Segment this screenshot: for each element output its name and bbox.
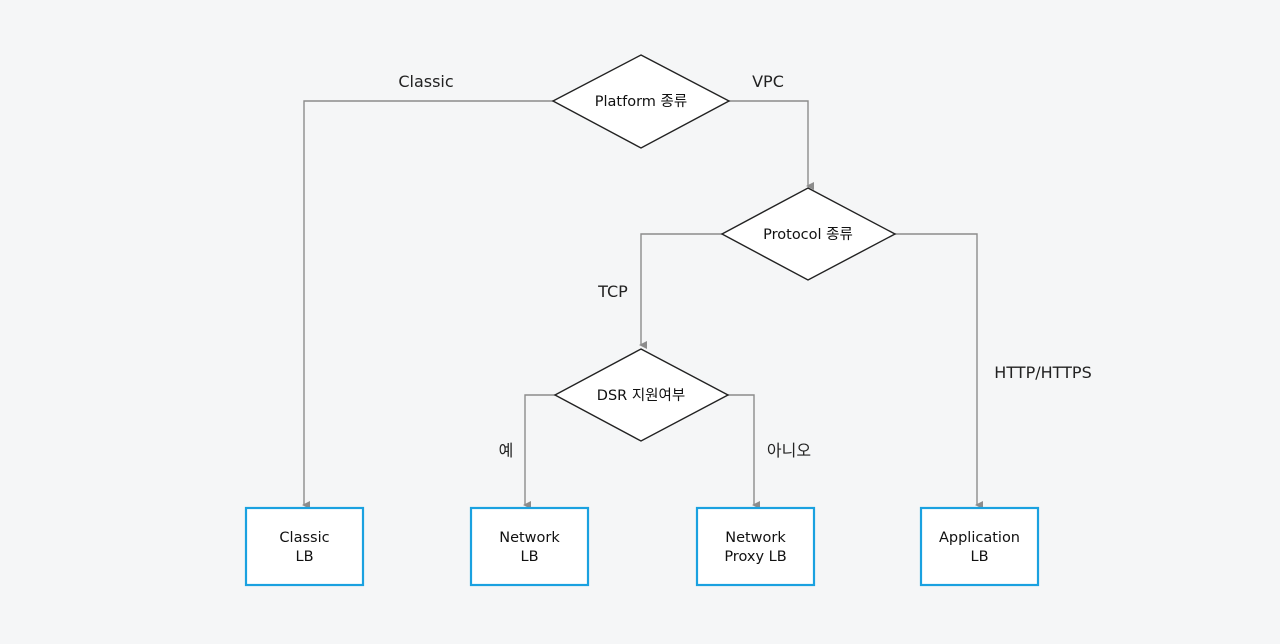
edge-label-vpc: VPC bbox=[752, 72, 784, 91]
edge-dsr-no bbox=[728, 394, 760, 509]
result-network-proxy-lb-line2: Proxy LB bbox=[724, 549, 786, 565]
decision-dsr-label: DSR 지원여부 bbox=[597, 387, 685, 404]
edge-label-no: 아니오 bbox=[767, 441, 811, 460]
edge-label-classic: Classic bbox=[398, 72, 453, 91]
edge-dsr-yes bbox=[523, 394, 555, 509]
edge-platform-vpc bbox=[700, 100, 814, 190]
edge-label-yes: 예 bbox=[499, 441, 514, 460]
result-application-lb-line1: Application bbox=[939, 530, 1020, 546]
result-classic-lb-line2: LB bbox=[295, 549, 313, 565]
edge-protocol-tcp bbox=[639, 233, 722, 349]
result-network-lb: Network LB bbox=[469, 506, 590, 587]
edge-label-tcp: TCP bbox=[597, 282, 628, 301]
result-application-lb: Application LB bbox=[919, 506, 1040, 587]
edge-platform-classic bbox=[302, 100, 553, 509]
decision-protocol-label: Protocol 종류 bbox=[763, 227, 853, 243]
result-classic-lb: Classic LB bbox=[244, 506, 365, 587]
decision-platform: Platform 종류 bbox=[551, 54, 731, 149]
result-network-proxy-lb: Network Proxy LB bbox=[695, 506, 816, 587]
edge-label-http: HTTP/HTTPS bbox=[994, 363, 1091, 382]
decision-dsr: DSR 지원여부 bbox=[553, 348, 730, 442]
result-network-lb-line1: Network bbox=[499, 530, 560, 546]
result-network-lb-line2: LB bbox=[520, 549, 538, 565]
result-application-lb-line2: LB bbox=[970, 549, 988, 565]
result-classic-lb-line1: Classic bbox=[279, 530, 329, 546]
result-network-proxy-lb-line1: Network bbox=[725, 530, 786, 546]
edge-protocol-http bbox=[895, 233, 983, 509]
decision-platform-label: Platform 종류 bbox=[595, 94, 687, 110]
decision-protocol: Protocol 종류 bbox=[720, 187, 897, 281]
